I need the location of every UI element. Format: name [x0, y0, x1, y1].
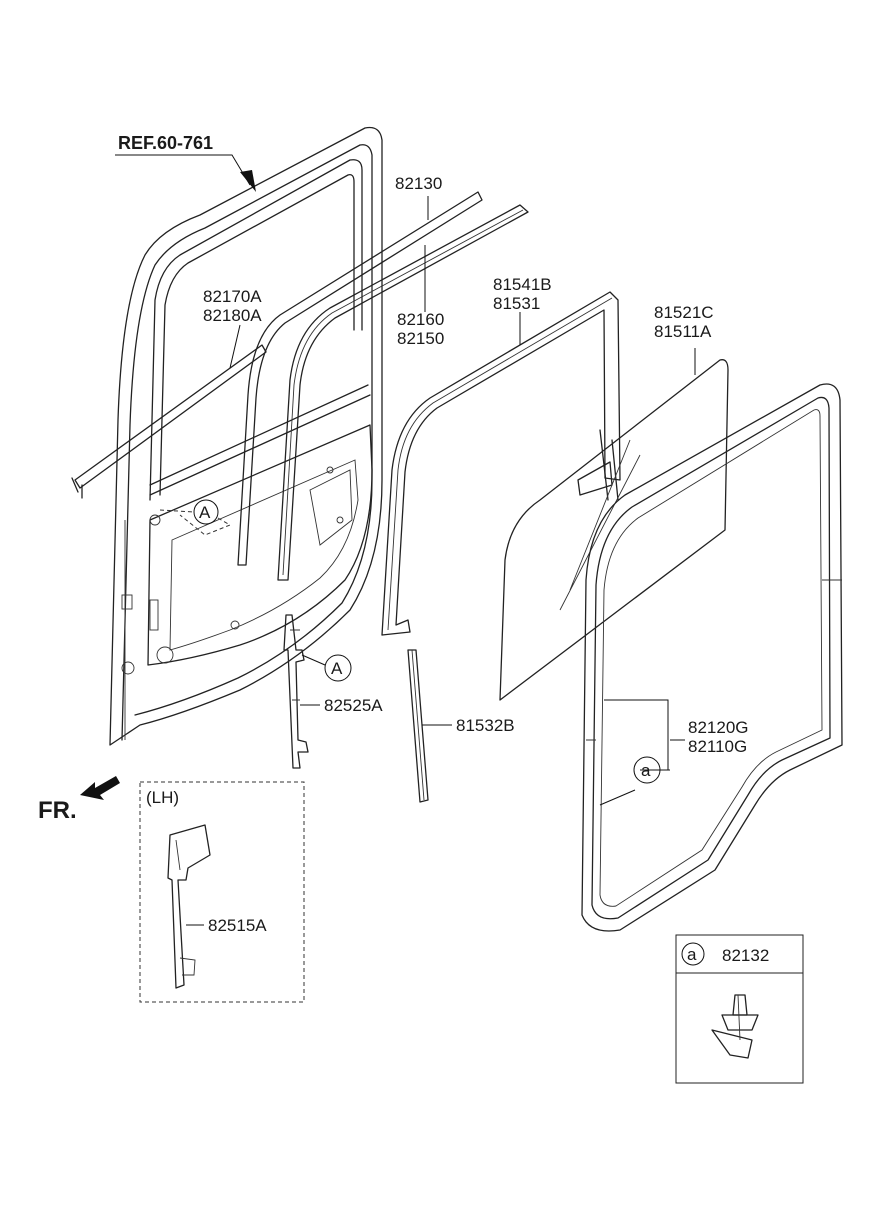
- belt-weatherstrip: 82170A 82180A: [71, 287, 267, 499]
- lh-detail-box: (LH) 82515A: [139, 781, 305, 1003]
- label-82130: 82130: [395, 174, 442, 193]
- label-81541B: 81541B: [493, 275, 552, 294]
- callout-small-a-main: [633, 756, 661, 784]
- front-indicator: FR.: [38, 776, 120, 824]
- door-weatherstrip: 82120G 82110G a: [581, 383, 843, 932]
- label-fr: FR.: [38, 797, 77, 824]
- label-82515A: 82515A: [208, 916, 267, 935]
- label-82160: 82160: [397, 310, 444, 329]
- label-82120G: 82120G: [688, 718, 749, 737]
- label-82132: 82132: [722, 946, 769, 965]
- label-81511A: 81511A: [654, 322, 712, 341]
- glass-run-81541B: 81541B 81531: [381, 275, 621, 636]
- label-81532B: 81532B: [456, 716, 515, 735]
- door-glass: 81521C 81511A: [499, 303, 729, 701]
- run-channel-82130: 82130: [237, 174, 483, 566]
- ref-callout: REF.60-761: [115, 133, 256, 192]
- label-82170A: 82170A: [203, 287, 262, 306]
- ref-arrow-icon: [240, 170, 256, 192]
- svg-text:A: A: [199, 503, 211, 522]
- label-lh: (LH): [146, 788, 179, 807]
- regulator-82525A: A 82525A: [283, 614, 383, 769]
- callout-a-lower: [324, 654, 352, 682]
- label-82525A: 82525A: [324, 696, 383, 715]
- label-82150: 82150: [397, 329, 444, 348]
- label-81521C: 81521C: [654, 303, 714, 322]
- clip-82132-box: a 82132: [675, 934, 804, 1084]
- clip-icon: [711, 994, 759, 1059]
- frame-channel-82160: 82160 82150: [277, 204, 529, 581]
- arrow-icon: [80, 776, 120, 800]
- ref-label: REF.60-761: [118, 133, 213, 153]
- label-81531: 81531: [493, 294, 540, 313]
- label-82110G: 82110G: [688, 737, 747, 756]
- door-panel: [109, 126, 383, 746]
- svg-text:A: A: [331, 659, 343, 678]
- svg-text:a: a: [687, 945, 697, 964]
- callout-a-upper: A: [159, 499, 232, 536]
- channel-81532B: 81532B: [407, 649, 515, 803]
- callout-small-a-box: [681, 942, 705, 966]
- callout-small-a-main-text: a: [641, 761, 651, 780]
- label-82180A: 82180A: [203, 306, 262, 325]
